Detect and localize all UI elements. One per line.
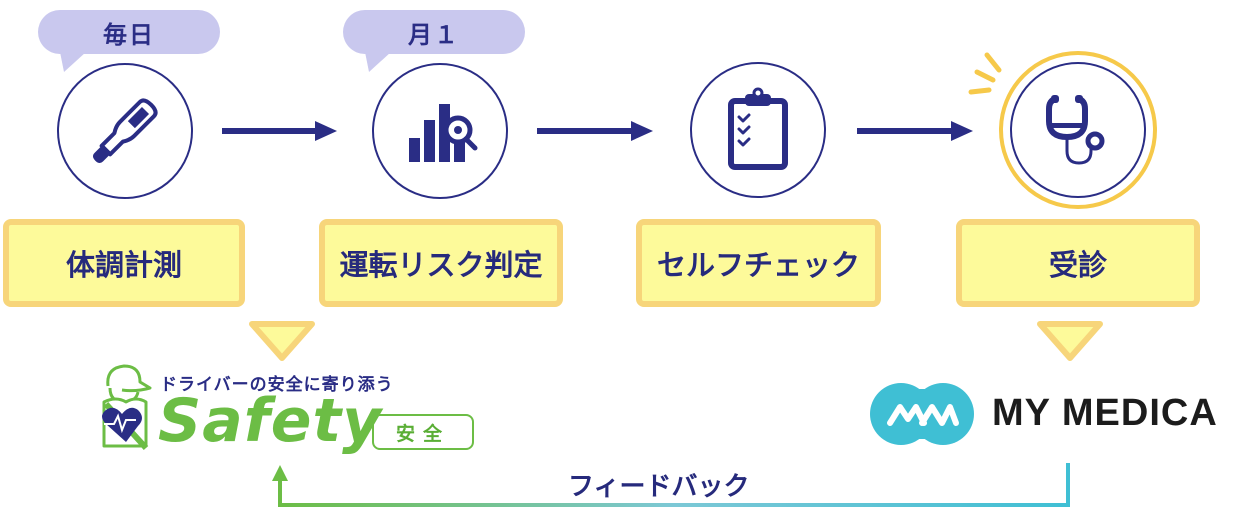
safety-wordmark: Safety [158, 386, 383, 456]
step-box-driving-risk: 運転リスク判定 [319, 219, 563, 307]
driver-heart-mascot-icon [102, 364, 152, 451]
step-2-icon-circle [372, 63, 508, 199]
mymedica-mark-icon [870, 383, 974, 445]
mymedica-logo: MY MEDICA [870, 383, 1240, 447]
step-label: セルフチェック [656, 248, 860, 282]
frequency-badge-monthly: 月１ [343, 10, 525, 72]
attention-rays [965, 52, 1015, 106]
safety-badge: 安全 [372, 414, 474, 450]
thermometer-icon [93, 98, 158, 163]
mymedica-wordmark: MY MEDICA [992, 392, 1218, 434]
badge-tail [365, 52, 391, 72]
step-4-icon-circle [1010, 62, 1146, 198]
down-triangle-icon [1037, 321, 1103, 361]
frequency-badge-label: 月１ [408, 20, 460, 49]
feedback-label: フィードバック [568, 472, 750, 502]
safety-logo: ドライバーの安全に寄り添う Safety 安全 [96, 362, 486, 462]
safety-badge-label: 安全 [395, 422, 450, 445]
frequency-badge-label: 毎日 [103, 20, 155, 49]
stethoscope-icon [1046, 95, 1105, 165]
safety-tagline: ドライバーの安全に寄り添う [160, 375, 394, 395]
flow-arrow [537, 121, 653, 141]
step-label: 運転リスク判定 [339, 248, 543, 282]
highlight-ring [999, 51, 1157, 209]
frequency-badge-daily: 毎日 [38, 10, 220, 72]
step-box-consultation: 受診 [956, 219, 1200, 307]
feedback-loop-arrow [272, 463, 1070, 507]
step-1-icon-circle [57, 63, 193, 199]
bar-chart-magnifier-icon [409, 104, 478, 162]
step-label: 体調計測 [65, 248, 182, 282]
flow-arrow [222, 121, 337, 141]
step-box-body-measurement: 体調計測 [3, 219, 245, 307]
flow-arrow [857, 121, 973, 141]
badge-tail [60, 52, 86, 72]
clipboard-checklist-icon [728, 87, 788, 170]
step-label: 受診 [1048, 248, 1107, 282]
step-box-self-check: セルフチェック [636, 219, 881, 307]
down-triangle-icon [249, 321, 315, 361]
attention-rays-icon [968, 52, 1002, 95]
step-3-icon-circle [690, 62, 826, 198]
